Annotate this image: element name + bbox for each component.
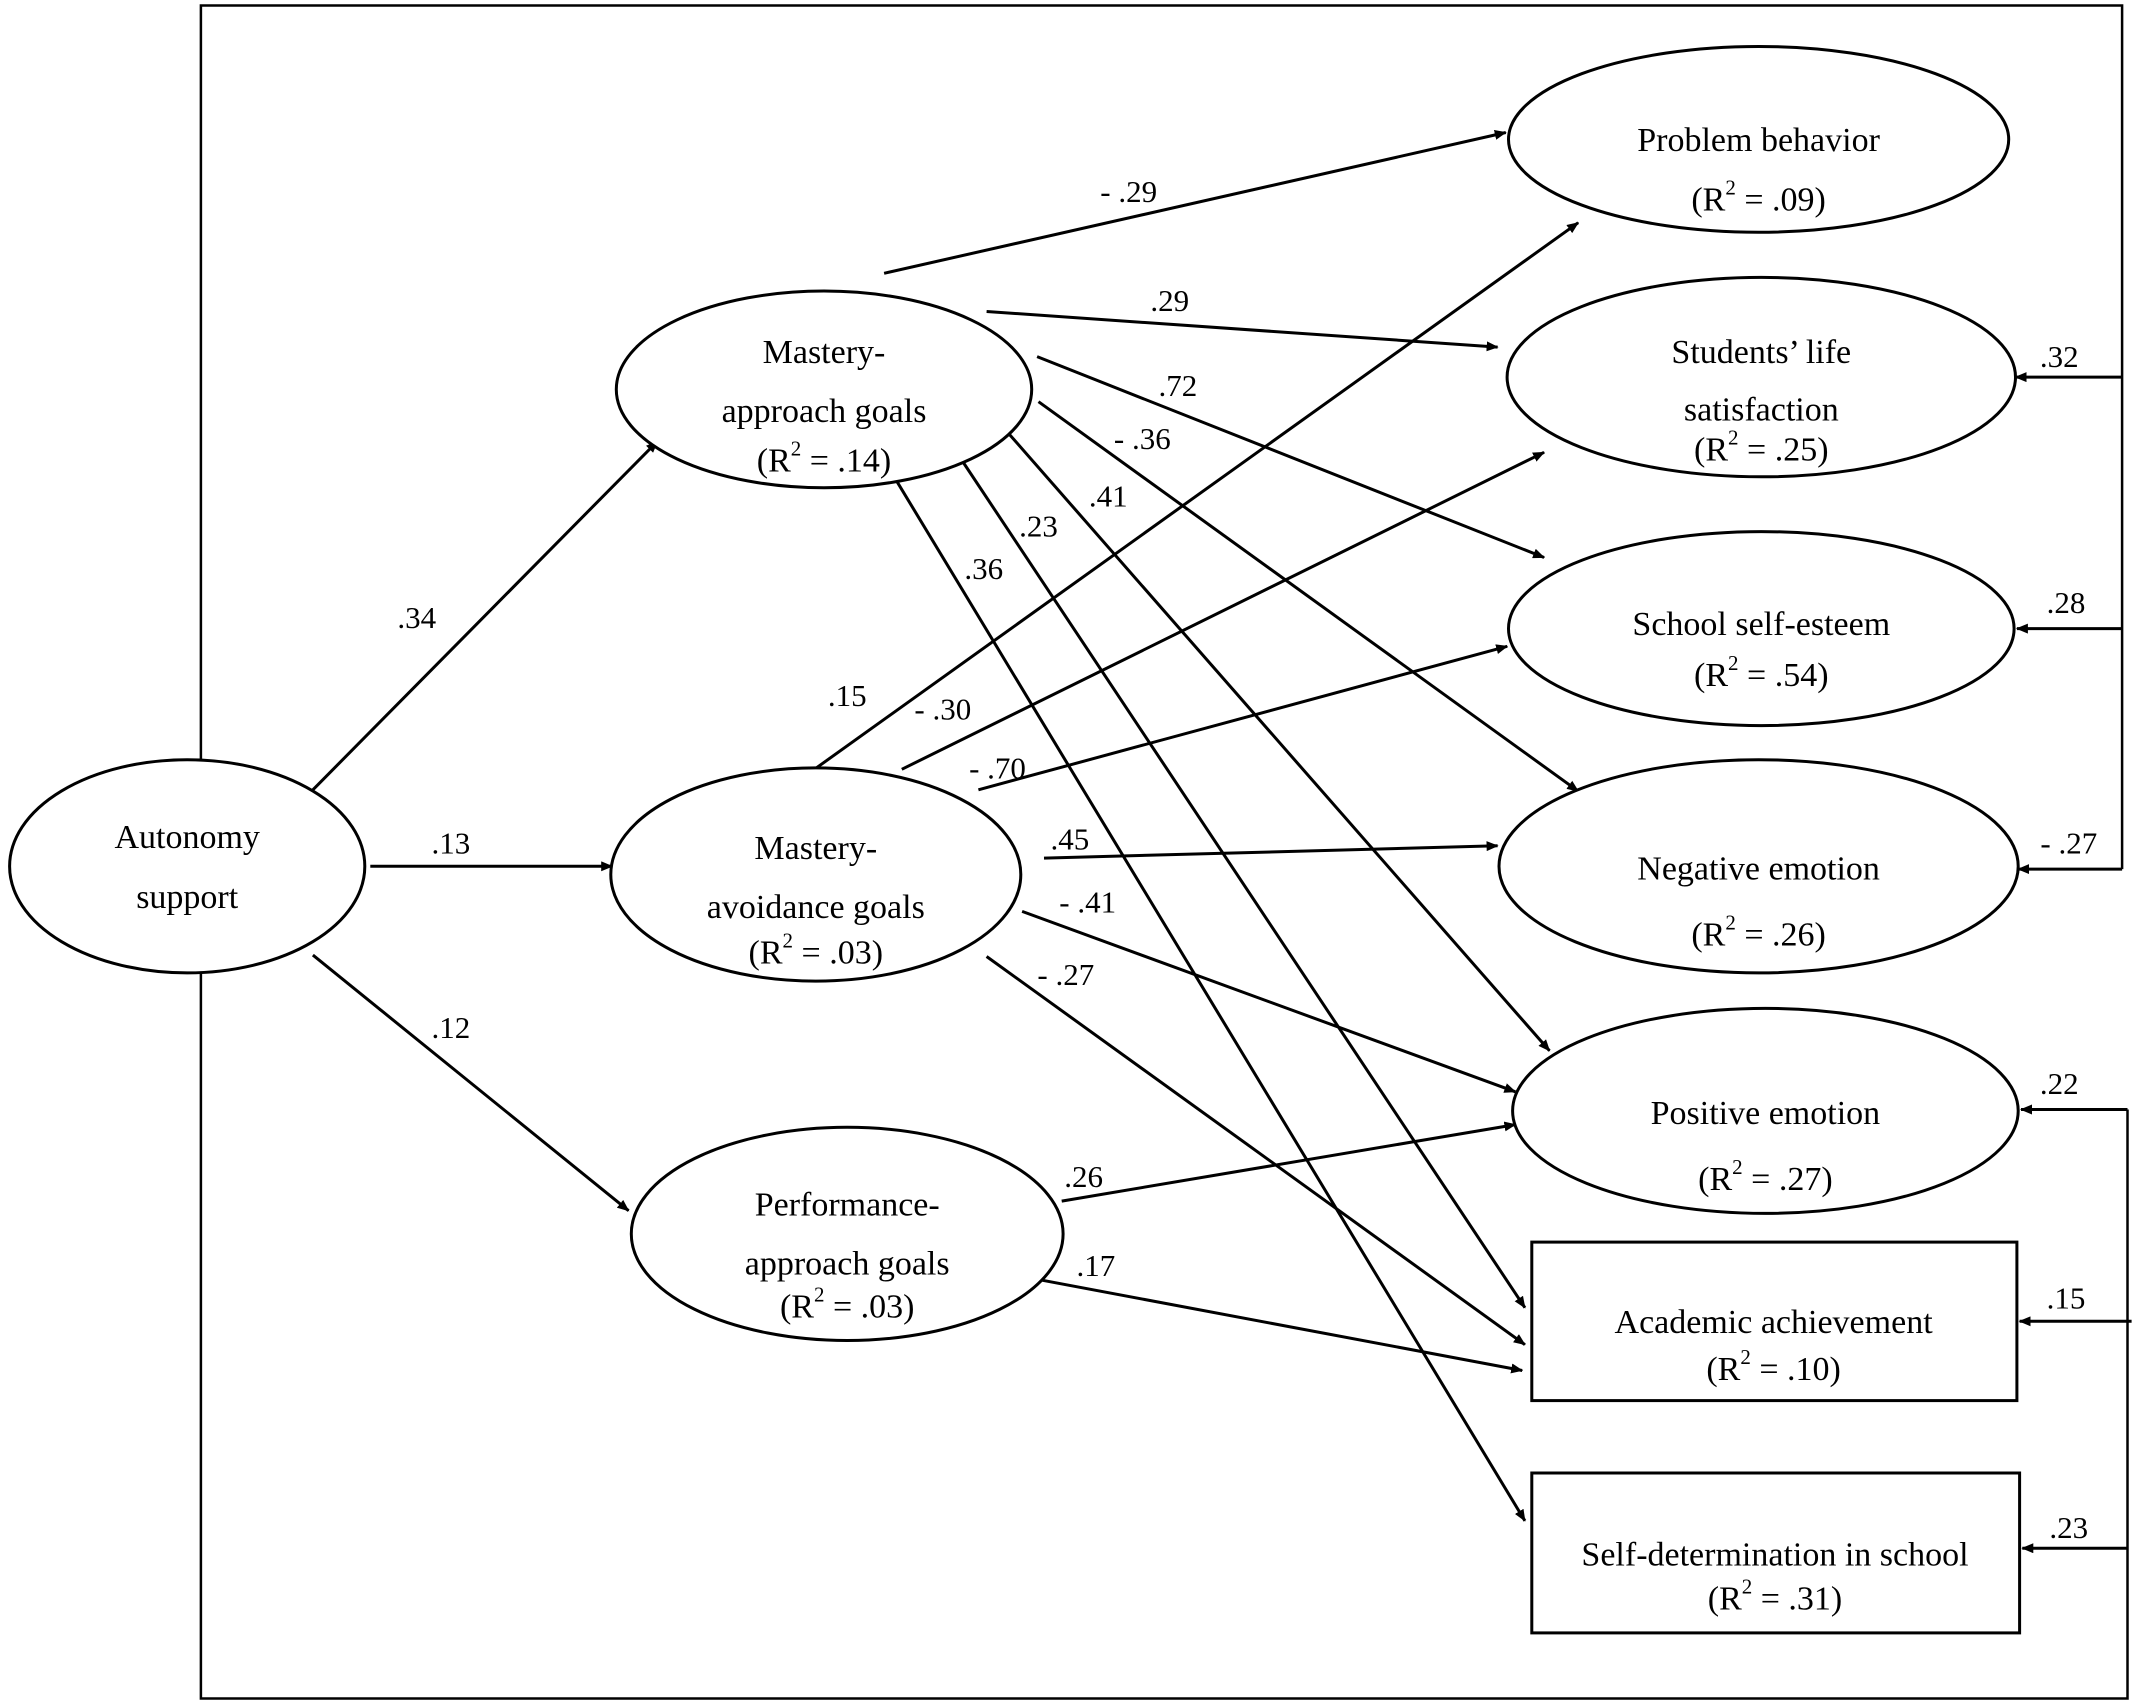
node-label-map: approach goals (722, 393, 927, 430)
path-arrow-mav-to-esteem (978, 644, 1509, 792)
direct-coefficient-autonomy-to-life: .32 (2040, 339, 2079, 374)
node-r-squared-posemo: (R2 = .27) (1698, 1155, 1833, 1198)
direct-coefficient-autonomy-to-negemo: - .27 (2040, 826, 2097, 861)
node-ellipse-mav (609, 766, 1023, 983)
model-frame-line (199, 970, 2129, 1700)
path-arrow-map-to-selfdet (893, 477, 1527, 1522)
node-label-mav: Mastery- (754, 830, 877, 867)
direct-coefficient-autonomy-to-esteem: .28 (2047, 585, 2086, 620)
path-coefficient-autonomy-to-pap: .12 (432, 1010, 471, 1045)
node-label-autonomy: support (136, 879, 239, 916)
node-box-achieve (1530, 1240, 2019, 1403)
path-arrow-map-to-posemo (1007, 432, 1551, 1052)
node-label-esteem: School self-esteem (1632, 606, 1890, 643)
node-life: Students’ life satisfaction(R2 = .25) (1505, 275, 2018, 479)
direct-coefficient-autonomy-to-posemo: .22 (2040, 1066, 2079, 1101)
node-negemo: Negative emotion (R2 = .26) (1497, 758, 2020, 975)
path-coefficient-mav-to-negemo: .45 (1051, 822, 1090, 857)
path-coefficient-map-to-negemo: - .36 (1114, 421, 1171, 456)
node-pap: Performance-approach goals(R2 = .03) (629, 1125, 1065, 1343)
path-arrow-mav-to-achieve (985, 955, 1526, 1346)
node-ellipse-life (1505, 275, 2018, 479)
node-r-squared-selfdet: (R2 = .31) (1708, 1575, 1843, 1618)
node-posemo: Positive emotion (R2 = .27) (1511, 1006, 2020, 1215)
direct-coefficient-autonomy-to-achieve: .15 (2047, 1281, 2086, 1316)
path-arrow-autonomy-to-pap (311, 953, 630, 1212)
node-box-selfdet (1530, 1471, 2022, 1635)
direct-coefficient-autonomy-to-selfdet: .23 (2049, 1510, 2088, 1545)
node-label-selfdet: Self-determination in school (1581, 1537, 1968, 1574)
path-coefficient-pap-to-posemo: .26 (1064, 1159, 1103, 1194)
node-esteem: School self-esteem (R2 = .54) (1507, 530, 2016, 728)
path-arrow-mav-to-posemo (1021, 909, 1517, 1094)
path-arrow-map-to-esteem (1036, 355, 1546, 559)
node-ellipse-problem (1507, 44, 2011, 234)
node-r-squared-life: (R2 = .25) (1694, 426, 1829, 469)
node-label-pap: Performance- (755, 1187, 940, 1224)
path-coefficient-mav-to-esteem: - .70 (969, 750, 1026, 785)
path-arrow-pap-to-achieve (1042, 1278, 1524, 1374)
node-problem: Problem behavior (R2 = .09) (1507, 44, 2011, 234)
node-selfdet: Self-determination in school(R2 = .31) (1530, 1471, 2022, 1635)
path-coefficient-map-to-esteem: .72 (1159, 368, 1198, 403)
node-r-squared-achieve: (R2 = .10) (1706, 1345, 1841, 1388)
path-coefficient-map-to-achieve: .23 (1019, 509, 1058, 544)
model-frame-line (199, 4, 2124, 870)
node-autonomy: Autonomy support (8, 758, 367, 975)
path-coefficient-mav-to-life: - .30 (914, 692, 971, 727)
path-coefficient-map-to-problem: - .29 (1100, 174, 1157, 209)
node-mav: Mastery-avoidance goals(R2 = .03) (609, 766, 1023, 983)
path-coefficient-pap-to-achieve: .17 (1077, 1248, 1116, 1283)
path-arrow-map-to-problem (883, 130, 1507, 275)
node-ellipse-esteem (1507, 530, 2016, 728)
node-r-squared-negemo: (R2 = .26) (1691, 911, 1826, 954)
node-map: Mastery-approach goals (R2 = .14) (614, 289, 1034, 490)
node-ellipse-posemo (1511, 1006, 2020, 1215)
node-ellipse-autonomy (8, 758, 367, 975)
node-label-map: Mastery- (763, 334, 886, 371)
node-label-problem: Problem behavior (1637, 122, 1880, 159)
path-coefficient-autonomy-to-map: .34 (397, 600, 436, 635)
path-arrow-map-to-achieve (960, 459, 1527, 1309)
path-arrow-map-to-life (986, 310, 1499, 352)
node-label-achieve: Academic achievement (1615, 1304, 1934, 1341)
path-arrow-map-to-negemo (1037, 400, 1580, 793)
path-arrow-mav-to-negemo (1043, 841, 1499, 860)
node-ellipse-negemo (1497, 758, 2020, 975)
node-label-autonomy: Autonomy (114, 819, 259, 856)
node-r-squared-esteem: (R2 = .54) (1694, 651, 1829, 694)
path-arrow-mav-to-problem (813, 221, 1580, 771)
path-arrow-autonomy-to-map (311, 440, 659, 791)
node-r-squared-pap: (R2 = .03) (780, 1282, 915, 1325)
node-r-squared-mav: (R2 = .03) (749, 928, 884, 971)
path-coefficient-map-to-life: .29 (1150, 283, 1189, 318)
path-arrow-pap-to-posemo (1061, 1121, 1517, 1203)
node-label-negemo: Negative emotion (1637, 851, 1880, 888)
node-r-squared-map: (R2 = .14) (757, 437, 892, 480)
node-ellipse-pap (629, 1125, 1065, 1343)
node-label-pap: approach goals (745, 1245, 950, 1282)
node-label-life: Students’ life (1671, 334, 1851, 371)
path-coefficient-map-to-selfdet: .36 (964, 551, 1003, 586)
path-coefficient-autonomy-to-mav: .13 (432, 826, 471, 861)
path-coefficient-mav-to-achieve: - .27 (1037, 957, 1094, 992)
node-label-posemo: Positive emotion (1651, 1095, 1881, 1132)
node-ellipse-map (614, 289, 1034, 490)
path-coefficient-map-to-posemo: .41 (1089, 479, 1128, 514)
node-label-mav: avoidance goals (707, 889, 925, 926)
path-coefficient-mav-to-problem: .15 (828, 678, 867, 713)
node-r-squared-problem: (R2 = .09) (1691, 176, 1826, 219)
path-coefficient-mav-to-posemo: - .41 (1059, 884, 1116, 919)
node-achieve: Academic achievement (R2 = .10) (1530, 1240, 2019, 1403)
node-label-life: satisfaction (1684, 391, 1839, 428)
path-arrow-mav-to-life (901, 450, 1545, 771)
